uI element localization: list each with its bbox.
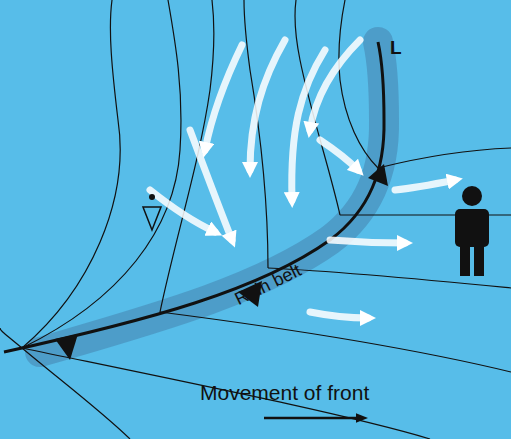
wind-arrows [150, 40, 455, 318]
shower-symbol [143, 194, 161, 230]
person-figure [455, 186, 489, 276]
movement-arrow [264, 417, 362, 420]
front-triangles [55, 164, 388, 360]
low-pressure-label: L [390, 38, 402, 57]
movement-label: Movement of front [200, 382, 369, 403]
